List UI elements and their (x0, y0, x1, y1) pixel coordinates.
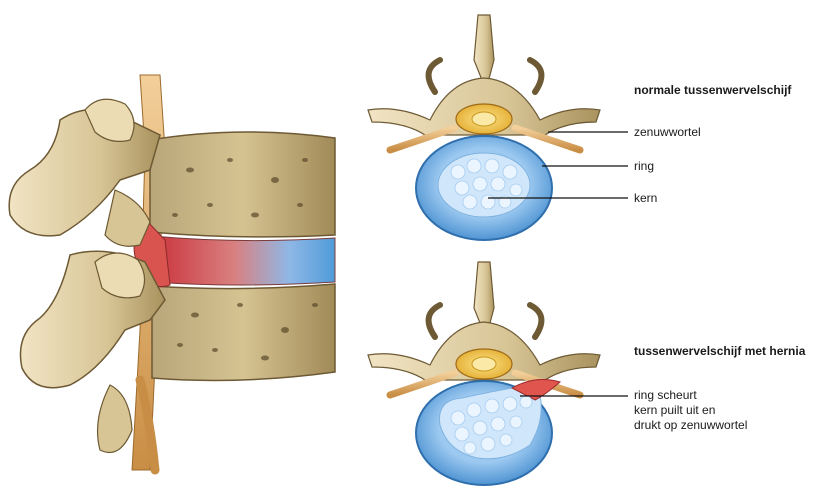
hernia-description-line-3: drukt op zenuwwortel (634, 418, 804, 433)
upper-vertebral-body (150, 132, 335, 237)
hernia-disc-top-view (368, 262, 628, 485)
hernia-description-line-1: ring scheurt (634, 388, 804, 403)
disc-side (152, 236, 335, 285)
hernia-description-line-2: kern puilt uit en (634, 403, 804, 418)
spine-side-view (9, 75, 335, 470)
normal-disc-top-view (368, 15, 628, 240)
normal-disc-title: normale tussenwervelschijf (634, 83, 791, 98)
hernia-disc-title: tussenwervelschijf met hernia (634, 344, 805, 359)
lower-vertebral-body (152, 284, 335, 380)
nerve-root-label: zenuwwortel (634, 125, 701, 140)
ring-label: ring (634, 159, 654, 174)
hernia-description: ring scheurt kern puilt uit en drukt op … (634, 388, 804, 433)
core-label: kern (634, 191, 657, 206)
